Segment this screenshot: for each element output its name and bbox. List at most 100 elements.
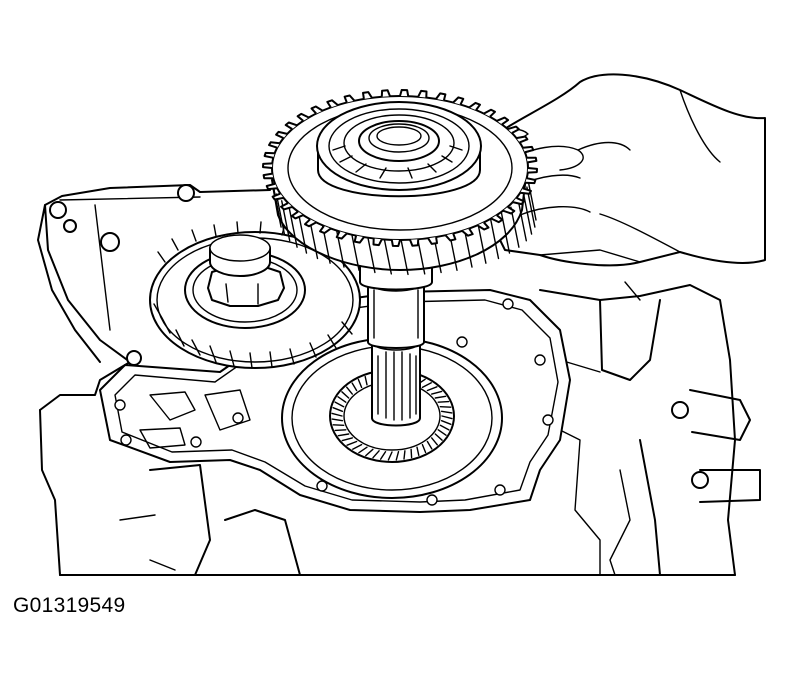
gear-tooth bbox=[263, 151, 275, 159]
bearing-roller bbox=[357, 378, 363, 389]
bearing-roller bbox=[437, 429, 447, 436]
bearing-roller bbox=[337, 396, 347, 403]
gear-tooth bbox=[326, 99, 339, 108]
bearing-roller bbox=[346, 386, 353, 395]
gear-helix-line bbox=[350, 229, 360, 271]
gear-tooth bbox=[362, 91, 373, 100]
gear-helix-line bbox=[382, 233, 392, 275]
bearing-roller bbox=[437, 400, 450, 403]
gear-helix-line bbox=[288, 206, 298, 248]
gear-tooth bbox=[290, 210, 304, 220]
gear-tooth bbox=[390, 239, 401, 247]
bearing-roller bbox=[337, 433, 350, 437]
bearing-roller bbox=[352, 443, 363, 450]
bearing-roller bbox=[426, 386, 438, 392]
bearing-roller bbox=[379, 451, 387, 460]
bearing-roller bbox=[331, 412, 343, 417]
gear-tooth bbox=[353, 235, 365, 244]
bearing-roller bbox=[395, 451, 400, 461]
gear-tooth bbox=[262, 172, 274, 180]
bearing-roller bbox=[364, 375, 368, 386]
bearing-roller bbox=[341, 437, 353, 442]
gear-tooth bbox=[516, 135, 529, 144]
gear-helix-line bbox=[477, 222, 487, 264]
bearing-roller bbox=[351, 382, 358, 392]
bearing-roller bbox=[372, 450, 380, 459]
gear-tooth bbox=[399, 89, 410, 97]
gear-tooth bbox=[507, 125, 520, 134]
bearing-roller bbox=[426, 440, 433, 450]
gear-tooth bbox=[280, 202, 293, 211]
gear-tooth bbox=[343, 94, 356, 103]
gear-helix-line bbox=[272, 186, 282, 228]
gear-tooth bbox=[520, 187, 532, 195]
gear-tooth bbox=[527, 167, 538, 174]
gear-tooth bbox=[409, 239, 420, 247]
input-shaft bbox=[359, 261, 433, 427]
gear-tooth bbox=[262, 162, 273, 169]
gear-tooth bbox=[296, 112, 310, 122]
transmission-case bbox=[37, 184, 761, 576]
gear-helix-line bbox=[275, 193, 286, 235]
bearing-roller bbox=[440, 410, 453, 414]
bearing-roller bbox=[358, 446, 368, 454]
gear-tooth bbox=[417, 89, 428, 98]
bearing-roller bbox=[431, 437, 438, 446]
gear-tooth bbox=[461, 228, 474, 237]
gear-tooth bbox=[468, 101, 481, 111]
gear-tooth bbox=[444, 233, 457, 242]
bearing-roller bbox=[439, 424, 450, 431]
gear-helix-line bbox=[522, 193, 533, 235]
ball-bearing bbox=[316, 101, 482, 198]
bearing-roller bbox=[332, 407, 344, 412]
gear-helix-line bbox=[517, 200, 527, 242]
gear-helix-line bbox=[399, 233, 409, 276]
gear-tooth bbox=[275, 130, 288, 140]
gear-tooth bbox=[512, 196, 525, 206]
gear-tooth bbox=[427, 236, 438, 245]
bearing-roller bbox=[441, 415, 453, 420]
gear-tooth bbox=[496, 116, 510, 126]
bearing-roller bbox=[440, 420, 452, 425]
bearing-roller bbox=[331, 418, 344, 422]
gear-tooth bbox=[380, 89, 391, 97]
gear-tooth bbox=[271, 192, 284, 201]
gear-tooth bbox=[265, 182, 278, 191]
bearing-roller bbox=[332, 424, 345, 426]
bearing-roller bbox=[334, 429, 347, 432]
gear-tooth bbox=[476, 221, 490, 231]
gear-tooth bbox=[435, 92, 447, 101]
lock-nut bbox=[207, 234, 285, 307]
gear-helix-line bbox=[366, 231, 376, 274]
gear-helix-line bbox=[527, 179, 537, 221]
gear-tooth bbox=[490, 214, 504, 224]
gear-tooth bbox=[522, 145, 535, 154]
bearing-roller bbox=[434, 433, 443, 441]
figure-id-label: G01319549 bbox=[13, 594, 126, 617]
gear-helix-line bbox=[489, 217, 500, 260]
gear-tooth bbox=[502, 206, 516, 215]
bearing-roller bbox=[421, 382, 432, 389]
gear-tooth bbox=[526, 156, 538, 164]
gear-tooth bbox=[284, 121, 298, 130]
gear-tooth bbox=[452, 96, 465, 106]
gear-tooth bbox=[310, 105, 324, 115]
gear-tooth bbox=[304, 218, 317, 228]
bearing-roller bbox=[439, 406, 452, 408]
bearing-roller bbox=[403, 450, 406, 460]
bearing-roller bbox=[334, 401, 345, 408]
bearing-roller bbox=[365, 448, 374, 457]
bearing-roller bbox=[387, 451, 393, 461]
technician-hand bbox=[499, 73, 766, 267]
bearing-roller bbox=[341, 391, 350, 399]
bearing-roller bbox=[434, 395, 447, 399]
gear-tooth bbox=[335, 230, 348, 240]
gear-tooth bbox=[483, 108, 496, 118]
bearing-roller bbox=[421, 443, 427, 454]
gear-tooth bbox=[319, 225, 332, 235]
gear-helix-line bbox=[297, 212, 308, 254]
bearing-roller bbox=[346, 440, 358, 446]
gear-tooth bbox=[268, 141, 280, 149]
bearing-roller bbox=[416, 446, 420, 457]
